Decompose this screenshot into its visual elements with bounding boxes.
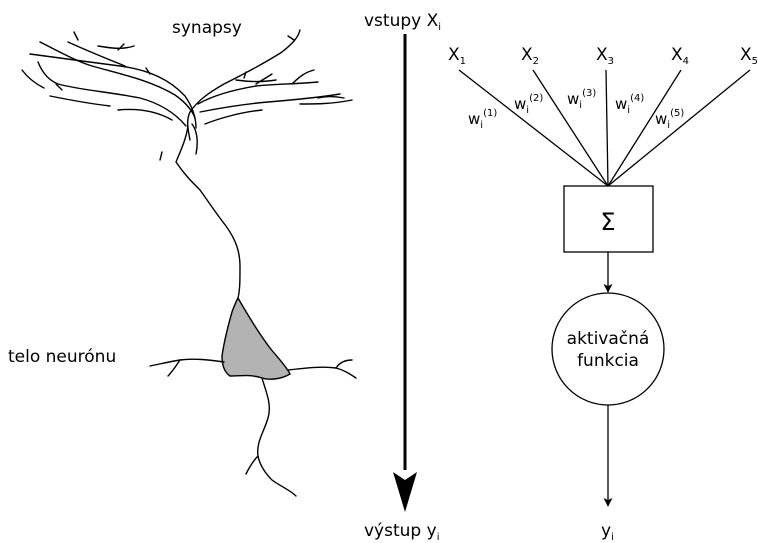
input-label-5: X5 xyxy=(740,45,758,67)
apical-dendrite xyxy=(175,123,241,299)
inputs-label: vstupy Xi xyxy=(364,11,441,33)
weight-label-3: wi(3) xyxy=(567,88,596,111)
axon xyxy=(256,377,297,497)
weight-label-1: wi(1) xyxy=(468,108,497,131)
input-line-4 xyxy=(607,69,682,187)
weight-label-4: wi(4) xyxy=(615,93,644,116)
weight-label-2: wi(2) xyxy=(514,93,543,116)
synapses-label: synapsy xyxy=(172,18,242,38)
cell-body xyxy=(221,296,291,380)
input-line-1 xyxy=(458,69,609,187)
sum-symbol: Σ xyxy=(600,208,615,236)
output-label: výstup yi xyxy=(364,521,439,543)
input-lines xyxy=(458,69,751,187)
main-arrow-head xyxy=(393,472,417,512)
activation-label-line1: aktivačná xyxy=(567,329,650,349)
result-label: yi xyxy=(601,521,614,543)
artificial-neuron: X1 X2 X3 X4 X5 wi(1) wi(2) wi(3) wi(4) w… xyxy=(448,45,758,543)
input-label-4: X4 xyxy=(671,45,689,67)
dendrite-tree xyxy=(21,29,353,161)
activation-function-node xyxy=(551,292,665,406)
activation-label-line2: funkcia xyxy=(577,351,639,371)
cell-body-label: telo neurónu xyxy=(8,347,116,367)
axon-twig xyxy=(245,455,259,475)
input-line-2 xyxy=(532,69,609,187)
input-line-5 xyxy=(607,69,751,187)
weight-label-5: wi(5) xyxy=(655,108,684,131)
basal-dendrites xyxy=(149,358,357,379)
input-line-3 xyxy=(605,69,609,187)
biological-neuron: synapsy telo neurónu xyxy=(8,18,357,497)
input-label-1: X1 xyxy=(448,45,466,67)
input-label-2: X2 xyxy=(521,45,539,67)
input-label-3: X3 xyxy=(596,45,614,67)
central-flow: vstupy Xi výstup yi xyxy=(364,11,441,543)
